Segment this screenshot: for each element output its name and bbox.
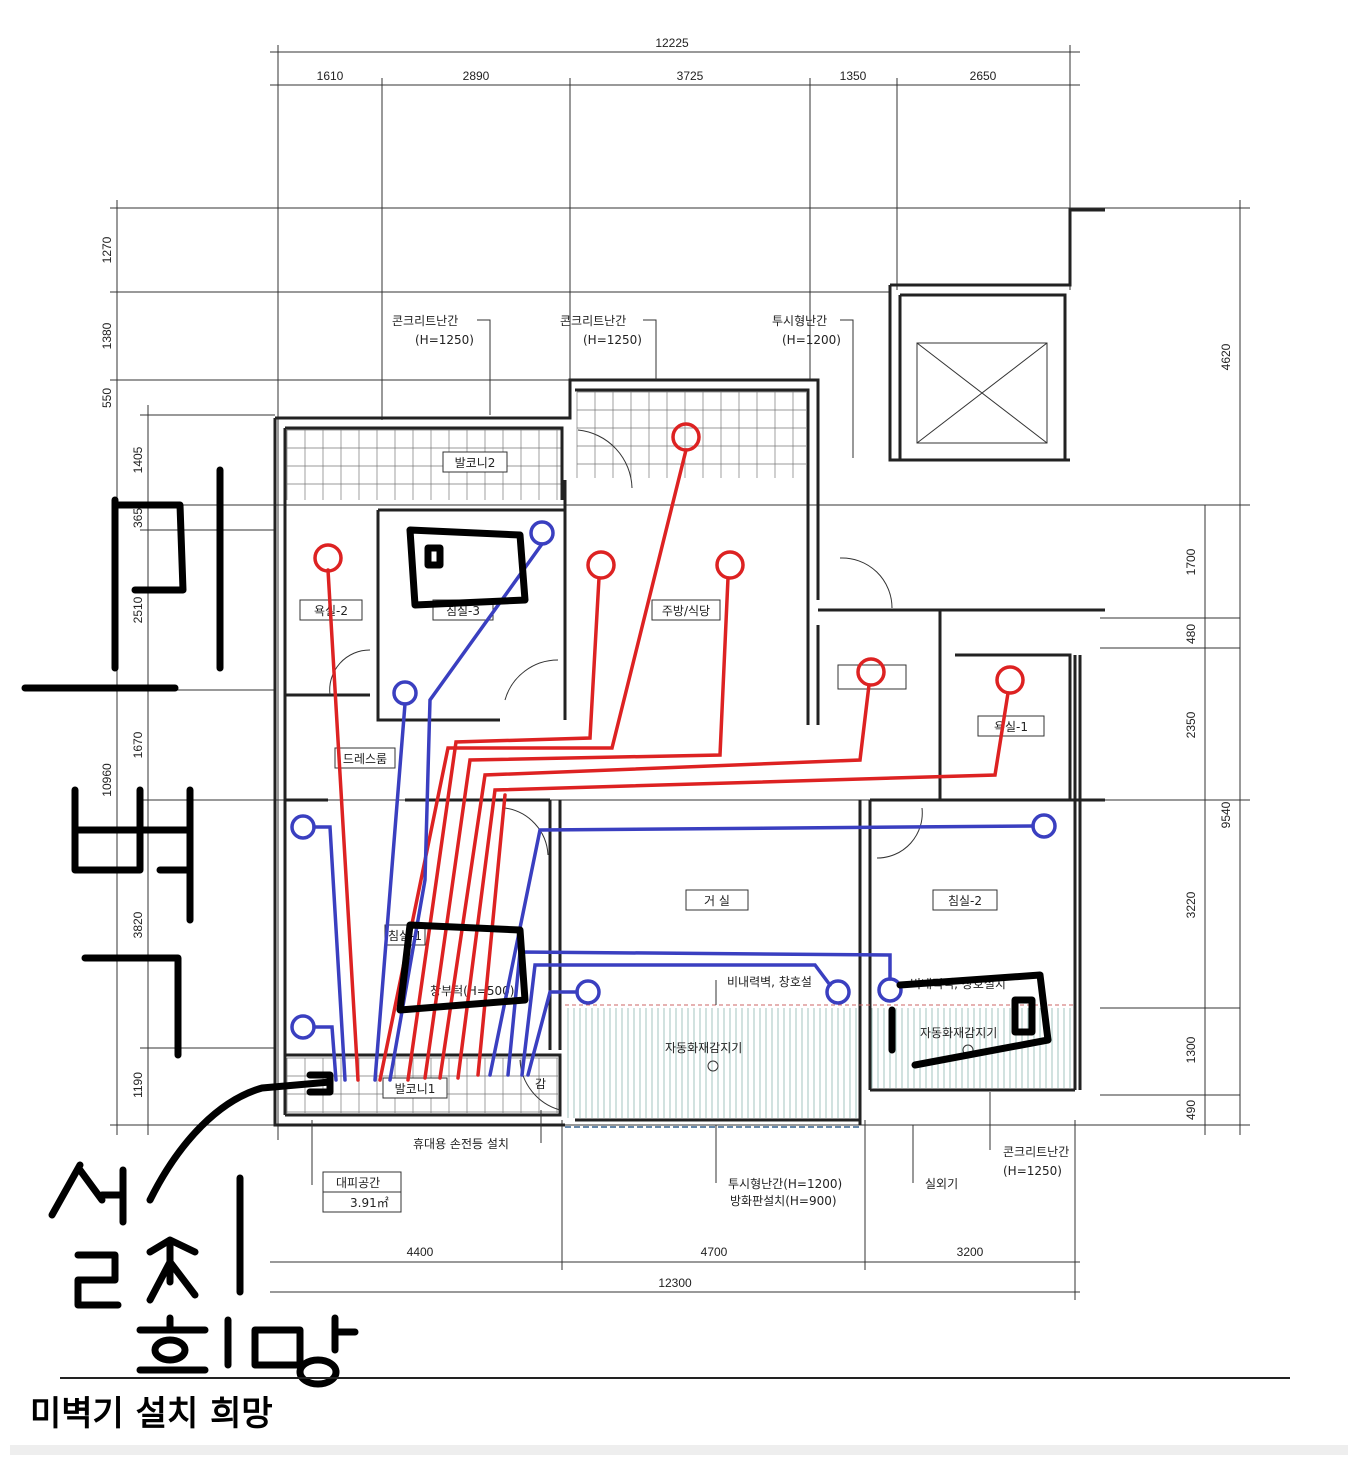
room-label-living: 거 실	[704, 894, 730, 908]
dim-right: 480	[1184, 624, 1198, 644]
callout-fire-detector: 자동화재감지기	[665, 1041, 742, 1055]
red-point	[313, 543, 343, 573]
dim-top: 1610	[317, 69, 344, 83]
room-label-box	[977, 715, 1045, 737]
left-dim-labels: 1270 1380 550 10960 1405 365 2510 1670 3…	[100, 236, 1233, 1120]
doors	[329, 429, 1075, 1128]
handwritten-note-text: 미벽기 설치 희망	[30, 1394, 273, 1434]
callout-nonbearing-wall: 비내력벽, 창호설	[727, 975, 812, 989]
callout-sill: 창부턱(H=500)	[430, 984, 514, 998]
walls	[273, 208, 1105, 1127]
dim-top: 3725	[677, 69, 704, 83]
room-label-dress: 드레스룸	[343, 752, 387, 766]
room-label-box	[382, 1077, 448, 1099]
dim-bottom: 4700	[701, 1245, 728, 1259]
dim-left: 1380	[100, 322, 114, 349]
callout-concrete-rail-height: (H=1250)	[583, 333, 642, 347]
dim-left: 3820	[131, 911, 145, 938]
bottom-dimensions	[270, 1120, 1080, 1300]
callout-flashlight: 휴대용 손전등 설치	[413, 1137, 509, 1151]
dim-left: 1405	[131, 446, 145, 473]
red-point	[715, 550, 745, 580]
left-dimensions	[110, 200, 1250, 1135]
room-label-balcony1: 발코니1	[395, 1082, 436, 1096]
callout-concrete-rail-height: (H=1250)	[1003, 1164, 1062, 1178]
red-point	[856, 657, 886, 687]
room-label-balcony2: 발코니2	[455, 456, 496, 470]
dim-top: 2890	[463, 69, 490, 83]
room-label-box	[334, 747, 396, 769]
dim-left: 550	[100, 388, 114, 408]
callout-concrete-rail: 콘크리트난간	[560, 314, 626, 328]
room-label-box	[932, 889, 998, 911]
room-label-box	[651, 599, 721, 621]
red-line	[378, 448, 688, 1082]
dim-right-top: 4620	[1219, 343, 1233, 370]
dim-right-total: 9540	[1219, 801, 1233, 828]
dim-left: 1190	[131, 1072, 145, 1098]
refuge-space-label: 대피공간	[336, 1176, 380, 1190]
refuge-space-area: 3.91㎡	[350, 1196, 389, 1210]
top-dimensions	[270, 45, 1080, 1140]
callout-fire-board: 방화판설치(H=900)	[730, 1194, 837, 1208]
dim-right: 1300	[1184, 1036, 1198, 1063]
dim-right: 1700	[1184, 548, 1198, 575]
balcony-hatch	[567, 1008, 1071, 1118]
dim-left: 2510	[131, 596, 145, 623]
callout-glass-rail-height: (H=1200)	[782, 333, 841, 347]
red-point	[586, 550, 616, 580]
blue-wiring-lines	[290, 520, 1057, 1082]
callout-glass-rail: 투시형난간	[772, 314, 827, 328]
dim-right: 3220	[1184, 891, 1198, 918]
dim-left: 1670	[131, 731, 145, 758]
leader-lines	[311, 319, 991, 1185]
dim-left: 365	[131, 508, 145, 528]
callout-concrete-rail: 콘크리트난간	[1003, 1145, 1069, 1159]
callout-concrete-rail: 콘크리트난간	[392, 314, 458, 328]
room-label-box	[685, 889, 749, 911]
dim-bottom: 4400	[407, 1245, 434, 1259]
dim-bottom: 3200	[957, 1245, 984, 1259]
bottom-strip	[10, 1445, 1348, 1455]
handwritten-note	[21, 466, 1052, 1388]
room-label-bed3: 침실-3	[446, 604, 480, 618]
callout-glass-rail: 투시형난간(H=1200)	[728, 1177, 842, 1191]
room-label-bath1: 욕실-1	[994, 720, 1028, 734]
red-point	[995, 665, 1025, 695]
gas-mark: 감	[535, 1077, 546, 1091]
dim-left: 1270	[100, 236, 114, 263]
room-label-box	[442, 451, 508, 473]
callout-concrete-rail-height: (H=1250)	[415, 333, 474, 347]
callout-fire-detector: 자동화재감지기	[920, 1026, 997, 1040]
dim-top: 1350	[840, 69, 867, 83]
room-label-kitchen: 주방/식당	[662, 604, 710, 618]
dim-bottom-total: 12300	[658, 1276, 692, 1290]
dim-top: 2650	[970, 69, 997, 83]
callout-outdoor-unit: 실외기	[925, 1177, 958, 1191]
dim-right: 2350	[1184, 711, 1198, 738]
room-label-bed2: 침실-2	[948, 894, 982, 908]
elevator-shaft	[916, 342, 1048, 444]
dim-top-total: 12225	[655, 36, 689, 50]
dim-right: 490	[1184, 1100, 1198, 1120]
dim-left-total: 10960	[100, 763, 114, 797]
